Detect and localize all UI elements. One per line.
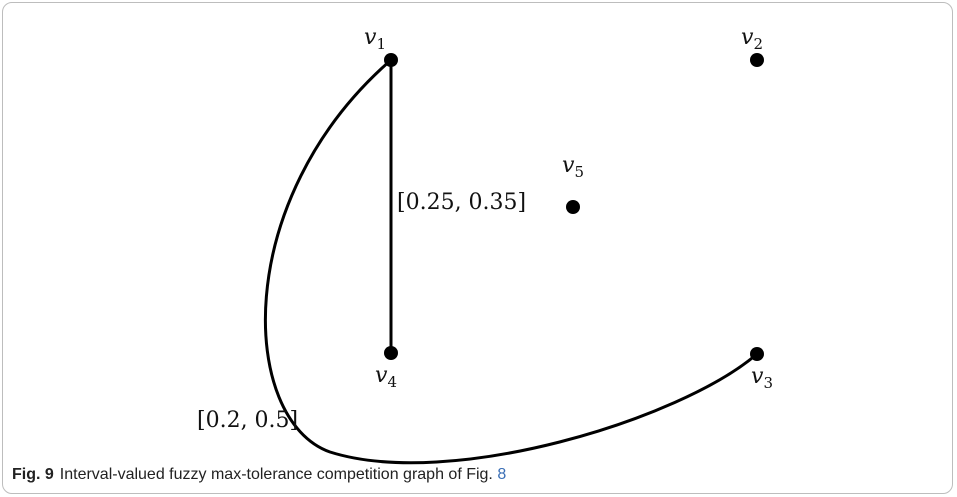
edge-v1-v3	[263, 58, 758, 465]
vertex-label-v4: v4	[375, 363, 397, 391]
vertex-label-v3: v3	[751, 364, 773, 392]
figure-reference-link[interactable]: 8	[497, 466, 507, 483]
vertex-label-v2: v2	[741, 25, 763, 53]
figure-caption: Fig. 9 Interval-valued fuzzy max-toleranc…	[12, 466, 506, 484]
caption-text: Interval-valued fuzzy max-tolerance comp…	[59, 466, 493, 483]
vertex-v3	[750, 347, 764, 361]
vertex-label-v5: v5	[562, 153, 584, 181]
vertex-label-v1: v1	[364, 25, 386, 53]
edge-label-v1-v3: [0.2, 0.5]	[197, 408, 298, 433]
vertex-v5	[566, 200, 580, 214]
figure-number: Fig. 9	[12, 466, 54, 483]
edge-label-v1-v4: [0.25, 0.35]	[397, 190, 526, 215]
vertex-v2	[750, 53, 764, 67]
vertex-v1	[384, 53, 398, 67]
vertex-v4	[384, 346, 398, 360]
